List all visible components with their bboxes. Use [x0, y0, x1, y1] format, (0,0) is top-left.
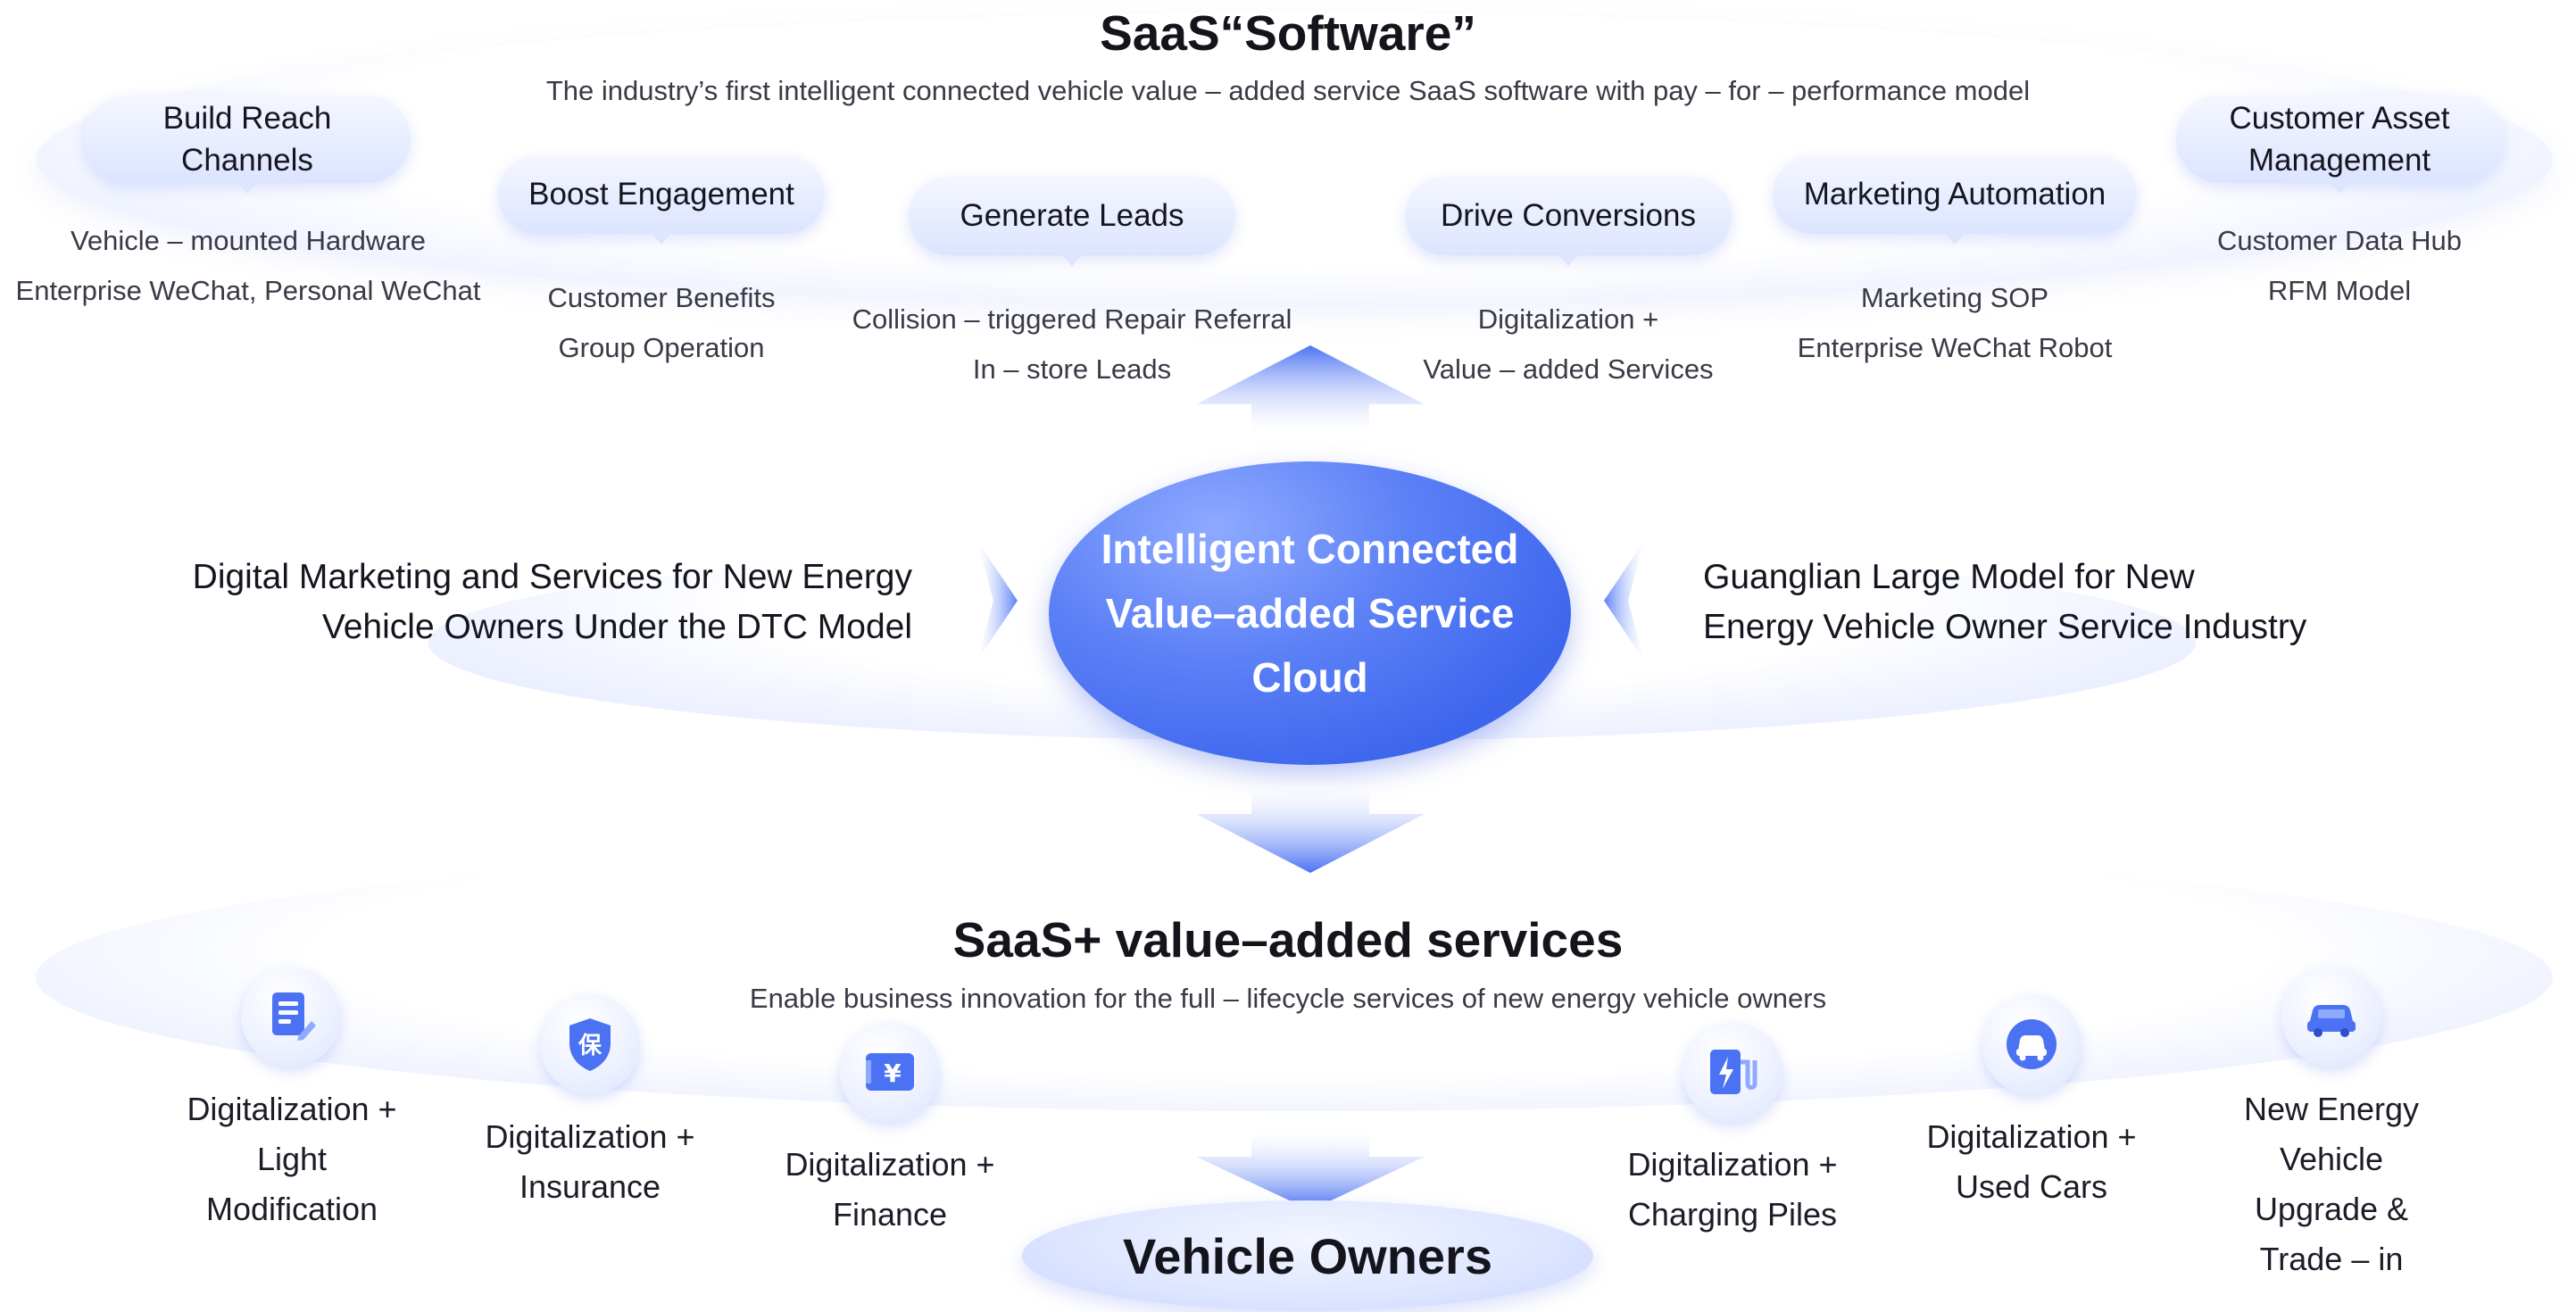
detail-line: Digitalization + — [1477, 303, 1659, 335]
pill-label-line: Build Reach — [162, 100, 332, 136]
detail-line: Collision – triggered Repair Referral — [852, 303, 1292, 335]
caption-line: Digital Marketing and Services for New E… — [192, 558, 912, 596]
pill-build-reach-details: Vehicle – mounted Hardware Enterprise We… — [0, 216, 496, 316]
light-modification-badge — [241, 967, 341, 1067]
service-label-line: Modification — [205, 1191, 378, 1227]
pill-label-line: Boost Engagement — [528, 177, 794, 212]
service-label-line: Upgrade & — [2254, 1191, 2409, 1227]
finance-badge: ¥ — [840, 1022, 940, 1122]
detail-line: Marketing SOP — [1860, 282, 2049, 313]
right-arrow-icon — [977, 541, 1018, 660]
used-cars-badge — [1982, 994, 2082, 1094]
pill-label-line: Marketing Automation — [1803, 177, 2107, 212]
left-arrow-icon — [1604, 541, 1644, 660]
document-edit-icon — [272, 992, 316, 1041]
service-insurance: Digitalization + Insurance — [456, 1112, 724, 1212]
insurance-glyph: 保 — [578, 1033, 602, 1059]
service-light-modification: Digitalization + Light Modification — [158, 1084, 426, 1234]
service-label-line: Finance — [832, 1196, 948, 1233]
cloud-label-line: Value–added Service — [1105, 590, 1515, 636]
up-arrow-icon — [1196, 345, 1425, 433]
detail-line: In – store Leads — [972, 353, 1172, 385]
pill-marketing-automation: Marketing Automation — [1773, 155, 2137, 245]
pill-label-line: Customer Asset — [2229, 100, 2450, 136]
insurance-shield-icon: 保 — [569, 1018, 611, 1071]
detail-line: Enterprise WeChat, Personal WeChat — [15, 275, 481, 306]
saas-software-subtitle: The industry’s first intelligent connect… — [545, 75, 2031, 106]
service-label-line: Insurance — [519, 1168, 661, 1205]
service-label-line: Digitalization + — [1627, 1146, 1838, 1183]
service-label-line: New Energy — [2243, 1091, 2420, 1127]
detail-line: Customer Data Hub — [2217, 225, 2462, 256]
service-label-line: Digitalization + — [1926, 1118, 2137, 1155]
service-charging-piles: Digitalization + Charging Piles — [1599, 1140, 1866, 1240]
pill-generate-leads: Generate Leads — [909, 177, 1235, 266]
detail-line: RFM Model — [2267, 275, 2412, 306]
insurance-badge: 保 — [540, 994, 640, 1094]
pill-generate-leads-details: Collision – triggered Repair Referral In… — [804, 295, 1340, 394]
detail-line: Vehicle – mounted Hardware — [70, 225, 427, 256]
service-used-cars: Digitalization + Used Cars — [1898, 1112, 2165, 1212]
detail-line: Value – added Services — [1423, 353, 1714, 385]
service-label-line: Digitalization + — [785, 1146, 995, 1183]
cloud-label-line: Cloud — [1251, 654, 1368, 701]
pill-label-line: Drive Conversions — [1441, 198, 1696, 234]
down-arrow-icon — [1196, 785, 1425, 873]
detail-line: Customer Benefits — [547, 282, 776, 313]
large-model-caption: Guanglian Large Model for New Energy Veh… — [1703, 552, 2506, 652]
saas-software-title: SaaS“Software” — [1100, 5, 1476, 61]
yuan-card-icon: ¥ — [866, 1053, 914, 1091]
caption-line: Guanglian Large Model for New — [1703, 558, 2195, 596]
service-label-line: Trade – in — [2259, 1241, 2404, 1277]
saas-plus-title: SaaS+ value–added services — [952, 912, 1624, 967]
service-label-line: Digitalization + — [187, 1091, 397, 1127]
service-label-line: Digitalization + — [485, 1118, 695, 1155]
charging-pile-icon — [1710, 1050, 1757, 1094]
top-ring — [36, 12, 2553, 307]
pill-customer-asset-details: Customer Data Hub RFM Model — [2161, 216, 2518, 316]
yuan-glyph: ¥ — [884, 1059, 902, 1088]
detail-line: Enterprise WeChat Robot — [1797, 332, 2113, 363]
down-arrow-owners-icon — [1196, 1132, 1425, 1210]
service-label-line: Light — [256, 1141, 328, 1177]
service-vehicle-upgrade: New Energy Vehicle Upgrade & Trade – in — [2198, 1084, 2465, 1284]
pill-marketing-automation-details: Marketing SOP Enterprise WeChat Robot — [1732, 273, 2178, 373]
pill-boost-engagement: Boost Engagement — [498, 155, 825, 245]
charging-piles-badge — [1683, 1022, 1782, 1122]
pill-label-line: Generate Leads — [960, 198, 1184, 234]
pill-label-line: Channels — [181, 143, 313, 178]
pill-drive-conversions-details: Digitalization + Value – added Services — [1390, 295, 1747, 394]
cloud-label-line: Intelligent Connected — [1101, 526, 1519, 572]
pill-boost-engagement-details: Customer Benefits Group Operation — [483, 273, 840, 373]
bottom-ring — [36, 843, 2553, 1111]
service-label-line: Used Cars — [1955, 1168, 2108, 1205]
saas-plus-subtitle: Enable business innovation for the full … — [749, 983, 1827, 1014]
caption-line: Vehicle Owners Under the DTC Model — [321, 608, 912, 646]
pill-drive-conversions: Drive Conversions — [1405, 177, 1732, 266]
caption-line: Energy Vehicle Owner Service Industry — [1703, 608, 2307, 646]
service-finance: Digitalization + Finance — [756, 1140, 1024, 1240]
new-car-icon — [2307, 1005, 2356, 1037]
pill-label-line: Management — [2248, 143, 2431, 178]
service-label-line: Charging Piles — [1627, 1196, 1838, 1233]
vehicle-upgrade-badge — [2281, 967, 2381, 1067]
used-car-icon — [2007, 1019, 2057, 1069]
vehicle-owners: Vehicle Owners — [1022, 1200, 1593, 1311]
dtc-model-caption: Digital Marketing and Services for New E… — [0, 552, 912, 652]
service-label-line: Vehicle — [2279, 1141, 2384, 1177]
service-cloud: Intelligent Connected Value–added Servic… — [1049, 461, 1571, 765]
detail-line: Group Operation — [558, 332, 765, 363]
